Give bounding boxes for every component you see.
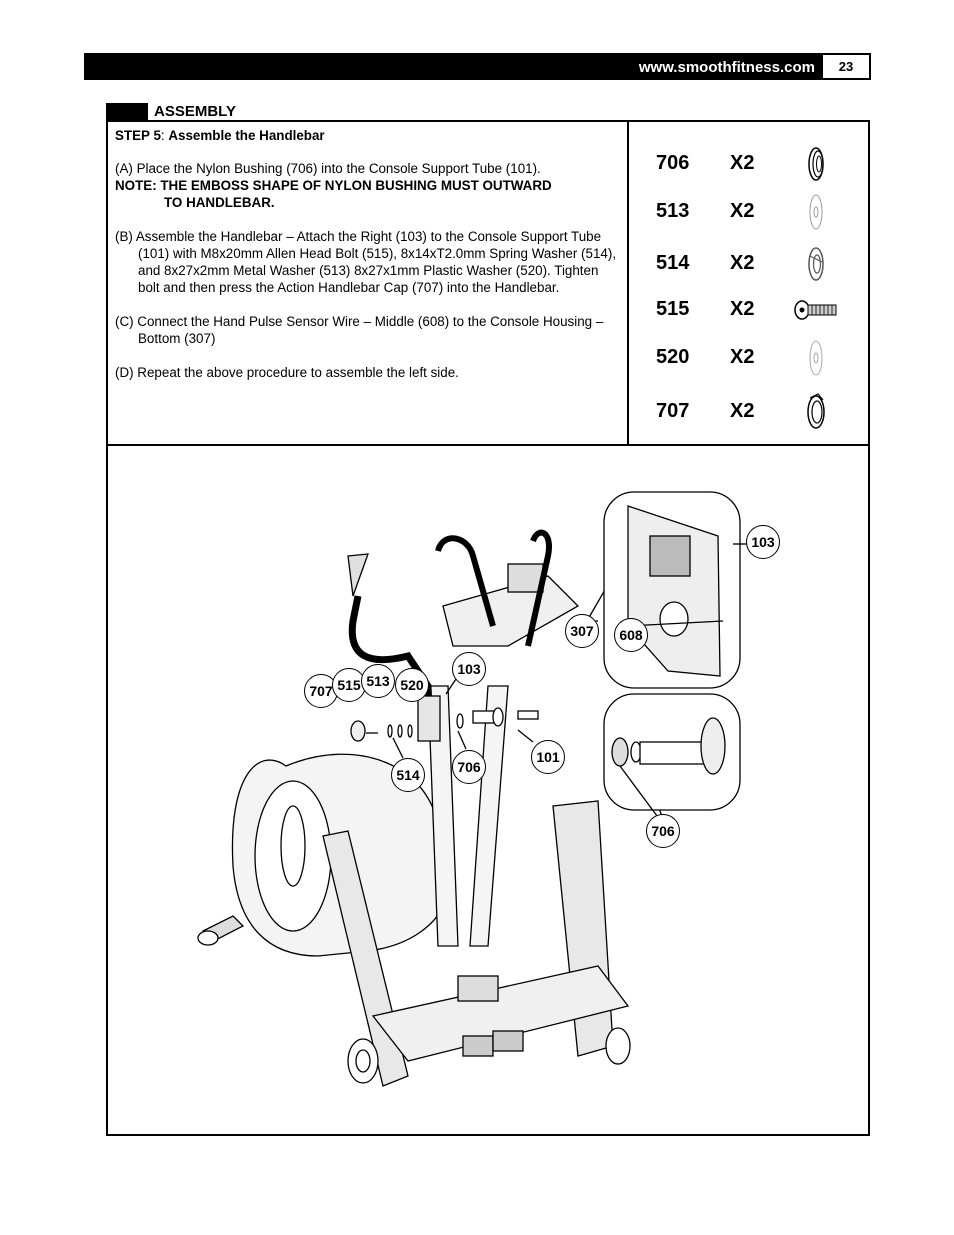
callout-101: 101 xyxy=(531,740,565,774)
plastic-washer-icon xyxy=(809,340,823,376)
callout-515: 515 xyxy=(332,668,366,702)
section-title: ASSEMBLY xyxy=(154,103,236,120)
callout-706-main: 706 xyxy=(452,750,486,784)
parts-list: 706 X2 513 X2 514 X2 515 X2 xyxy=(640,140,865,440)
instruction-note: NOTE: THE EMBOSS SHAPE OF NYLON BUSHING … xyxy=(115,177,620,211)
callout-307: 307 xyxy=(565,614,599,648)
part-row: 706 X2 xyxy=(640,144,865,184)
assembly-diagram: 707 515 513 520 103 514 706 101 307 608 … xyxy=(106,444,870,1136)
callout-103-main: 103 xyxy=(452,652,486,686)
box-border-right xyxy=(868,120,870,446)
instruction-c: (C) Connect the Hand Pulse Sensor Wire –… xyxy=(115,314,604,346)
part-number: 707 xyxy=(656,400,690,422)
page-header-bar: www.smoothfitness.com 23 xyxy=(84,53,871,80)
instruction-a: (A) Place the Nylon Bushing (706) into t… xyxy=(115,161,541,176)
callout-513: 513 xyxy=(361,664,395,698)
box-divider xyxy=(627,120,629,446)
part-row: 515 X2 xyxy=(640,290,865,330)
part-number: 514 xyxy=(656,252,690,274)
step-heading: STEP 5: Assemble the Handlebar xyxy=(115,127,620,144)
part-qty: X2 xyxy=(730,298,755,320)
allen-bolt-icon xyxy=(794,300,837,320)
instruction-d: (D) Repeat the above procedure to assemb… xyxy=(115,365,459,380)
part-qty: X2 xyxy=(730,200,755,222)
part-number: 520 xyxy=(656,346,690,368)
callout-103-detail: 103 xyxy=(746,525,780,559)
section-tab-marker xyxy=(106,103,148,120)
callout-608: 608 xyxy=(614,618,648,652)
nylon-bushing-icon xyxy=(808,147,824,181)
part-qty: X2 xyxy=(730,152,755,174)
part-row: 520 X2 xyxy=(640,338,865,378)
handlebar-cap-icon xyxy=(807,393,825,429)
part-qty: X2 xyxy=(730,346,755,368)
instruction-b: (B) Assemble the Handlebar – Attach the … xyxy=(115,229,617,295)
callout-514: 514 xyxy=(391,758,425,792)
callout-520: 520 xyxy=(395,668,429,702)
metal-washer-icon xyxy=(809,194,823,230)
part-number: 513 xyxy=(656,200,690,222)
part-row: 514 X2 xyxy=(640,244,865,284)
step-label: STEP 5 xyxy=(115,128,161,143)
note-line-2: TO HANDLEBAR. xyxy=(164,195,275,210)
callout-706-detail: 706 xyxy=(646,814,680,848)
elliptical-trainer-illustration xyxy=(197,491,748,1087)
step-title: Assemble the Handlebar xyxy=(168,128,325,143)
step-separator: : xyxy=(160,128,169,143)
part-row: 707 X2 xyxy=(640,392,865,432)
instructions-text: STEP 5: Assemble the Handlebar (A) Place… xyxy=(115,127,620,398)
part-qty: X2 xyxy=(730,252,755,274)
part-qty: X2 xyxy=(730,400,755,422)
part-number: 515 xyxy=(656,298,690,320)
part-row: 513 X2 xyxy=(640,192,865,232)
spring-washer-icon xyxy=(808,247,824,281)
part-number: 706 xyxy=(656,152,690,174)
website-url: www.smoothfitness.com xyxy=(638,59,815,76)
page-number: 23 xyxy=(821,55,869,78)
note-line-1: NOTE: THE EMBOSS SHAPE OF NYLON BUSHING … xyxy=(115,178,552,193)
